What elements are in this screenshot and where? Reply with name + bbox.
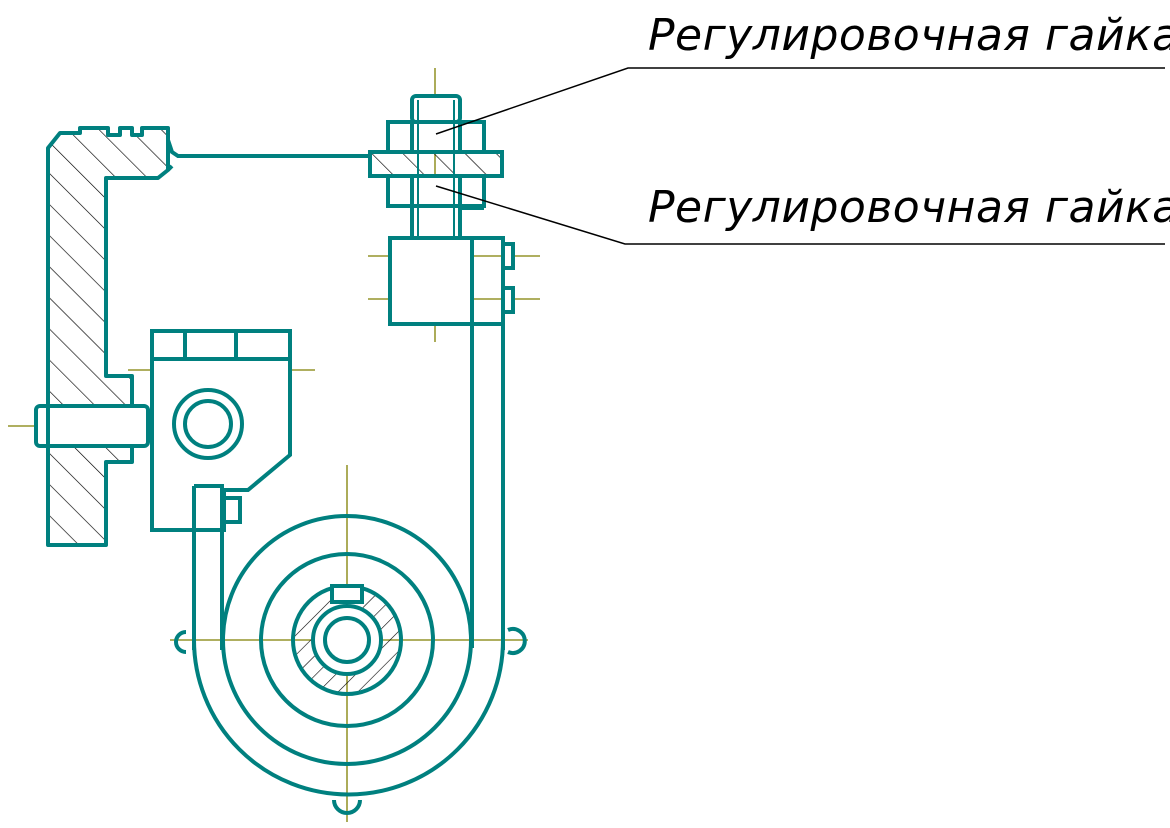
callout-nut1-label: Регулировочная гайка 1 bbox=[648, 182, 1170, 233]
bearing-block bbox=[150, 329, 292, 532]
horizontal-pin bbox=[34, 404, 150, 448]
callout-nut2-label: Регулировочная гайка 2 bbox=[648, 10, 1170, 61]
adjusting-screw bbox=[368, 94, 515, 326]
pulley bbox=[174, 514, 527, 815]
leader-lines bbox=[435, 67, 1165, 245]
